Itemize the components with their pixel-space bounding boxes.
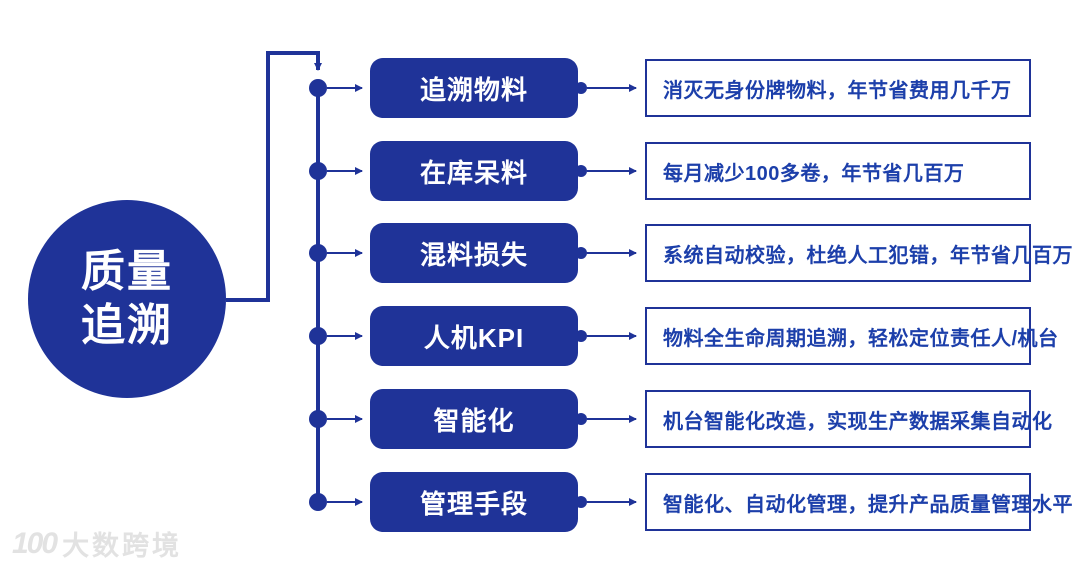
topic-label: 追溯物料 (419, 74, 528, 105)
diagram-row: 管理手段 智能化、自动化管理，提升产品质量管理水平 (370, 472, 1073, 532)
diagram-row: 追溯物料 消灭无身份牌物料，年节省费用几千万 (370, 58, 1031, 118)
description-text: 每月减少100多卷，年节省几百万 (663, 162, 965, 185)
node-dot (309, 410, 327, 428)
root-node-label-line2: 追溯 (81, 301, 173, 350)
root-node-quality-traceability: 质量 追溯 (28, 200, 226, 398)
diagram-row: 在库呆料 每月减少100多卷，年节省几百万 (370, 141, 1031, 201)
topic-box-management-methods: 管理手段 (370, 472, 578, 532)
topic-box-man-machine-kpi: 人机KPI (370, 306, 578, 366)
topic-box-mixing-loss: 混料损失 (370, 223, 578, 283)
topic-box-trace-materials: 追溯物料 (370, 58, 578, 118)
watermark-logo: 100 (12, 526, 58, 560)
topic-box-intelligence: 智能化 (370, 389, 578, 449)
node-dot (309, 327, 327, 345)
topic-label: 管理手段 (419, 488, 528, 519)
description-text: 系统自动校验，杜绝人工犯错，年节省几百万 (663, 244, 1073, 267)
topic-label: 人机KPI (423, 322, 525, 353)
description-box: 消灭无身份牌物料，年节省费用几千万 (645, 59, 1031, 117)
node-dot (309, 79, 327, 97)
description-text: 物料全生命周期追溯，轻松定位责任人/机台 (663, 327, 1059, 350)
diagram-row: 智能化 机台智能化改造，实现生产数据采集自动化 (370, 389, 1052, 449)
root-node-label-line1: 质量 (81, 247, 173, 296)
diagram-row: 人机KPI 物料全生命周期追溯，轻松定位责任人/机台 (370, 306, 1058, 366)
node-dot (309, 162, 327, 180)
description-text: 智能化、自动化管理，提升产品质量管理水平 (663, 493, 1073, 516)
description-text: 消灭无身份牌物料，年节省费用几千万 (663, 79, 1012, 102)
watermark: 100 大数跨境 (12, 524, 182, 563)
description-text: 机台智能化改造，实现生产数据采集自动化 (663, 410, 1053, 433)
topic-label: 混料损失 (419, 239, 528, 270)
node-dot (309, 244, 327, 262)
node-dot (309, 493, 327, 511)
description-box: 机台智能化改造，实现生产数据采集自动化 (645, 390, 1052, 448)
elbow-connector (226, 51, 322, 302)
topic-label: 在库呆料 (419, 157, 528, 188)
watermark-text: 大数跨境 (62, 531, 183, 561)
description-box: 智能化、自动化管理，提升产品质量管理水平 (645, 473, 1073, 531)
topic-box-stagnant-stock: 在库呆料 (370, 141, 578, 201)
description-box: 系统自动校验，杜绝人工犯错，年节省几百万 (645, 224, 1073, 282)
diagram-row: 混料损失 系统自动校验，杜绝人工犯错，年节省几百万 (370, 223, 1073, 283)
topic-label: 智能化 (433, 405, 515, 436)
description-box: 物料全生命周期追溯，轻松定位责任人/机台 (645, 307, 1058, 365)
description-box: 每月减少100多卷，年节省几百万 (645, 142, 1031, 200)
